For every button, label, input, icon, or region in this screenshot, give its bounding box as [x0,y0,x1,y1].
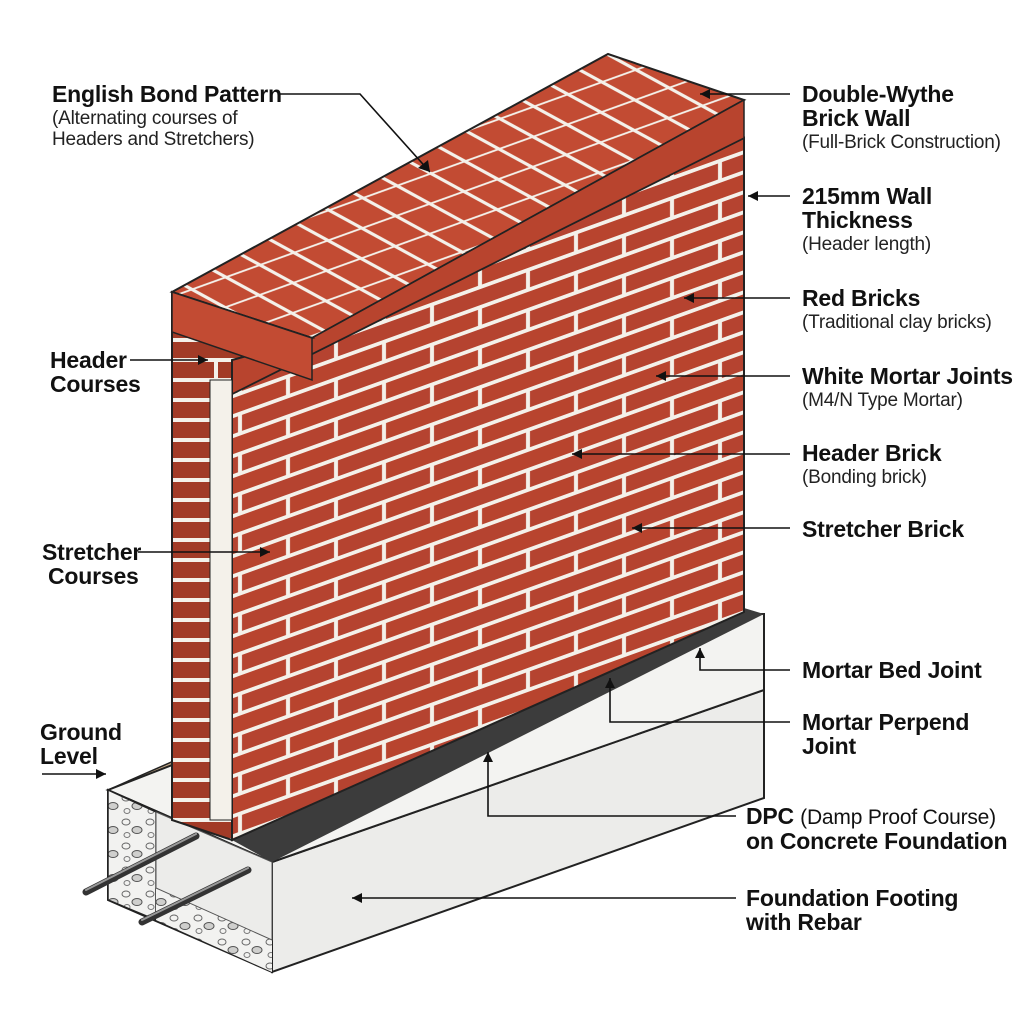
label-dpc: DPC (Damp Proof Course) on Concrete Foun… [746,803,1008,855]
label-stretcher-brick: Stretcher Brick [802,516,964,542]
rebar-1 [82,832,200,896]
dpc-paren: (Damp Proof Course) [800,806,996,829]
label-perpend-joint: Mortar Perpend Joint [802,709,970,760]
rebar-2 [138,866,252,926]
label-header-brick: Header Brick (Bonding brick) [802,440,942,489]
label-stretcher-courses: Stretcher Courses [42,539,142,590]
dpc-abbr: DPC [746,803,794,829]
leader-arrowheads [96,89,758,903]
label-wall-thickness: 215mm Wall Thickness (Header length) [802,183,933,256]
rebar-1-hl [85,833,197,891]
label-mortar-joints: White Mortar Joints (M4/N Type Mortar) [802,363,1013,412]
gravel-fill-left [107,788,157,922]
rebar-2-hl [141,867,249,921]
label-double-wythe: Double-Wythe Brick Wall (Full-Brick Cons… [802,81,1001,154]
label-footing: Foundation Footing with Rebar [746,885,959,936]
label-ground-level: Ground Level [40,719,122,770]
wythe-gap [209,379,233,821]
gravel-fill-bottom [156,888,272,972]
wall-end-cap [171,290,313,382]
label-header-courses: Header Courses [50,347,141,398]
dpc-strip [232,608,764,862]
label-english-bond: English Bond Pattern (Alternating course… [52,81,282,151]
label-red-bricks: Red Bricks (Traditional clay bricks) [802,285,992,334]
label-bed-joint: Mortar Bed Joint [802,657,982,683]
